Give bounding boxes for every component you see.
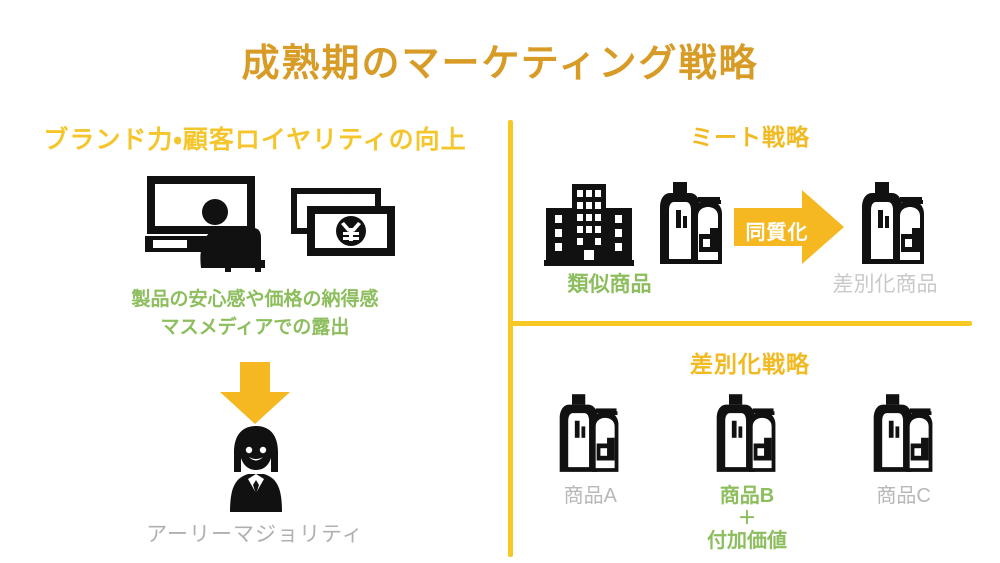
product-b-added-value: 付加価値: [706, 529, 787, 552]
bottles-icon-differentiated: [856, 180, 932, 268]
bottles-icon-a: [554, 392, 626, 476]
left-caption-line-2: マスメディアでの露出: [160, 316, 350, 338]
left-panel-icon-group: [140, 168, 400, 276]
differentiation-product-row: 商品A: [512, 392, 982, 552]
early-majority-label: アーリーマジョリティ: [146, 523, 364, 546]
product-b-label: 商品B: [719, 485, 775, 507]
person-avatar-icon: [228, 424, 284, 514]
yen-banknote-icon: [287, 182, 399, 262]
left-caption-line-1: 製品の安心感や価格の納得感: [131, 289, 379, 310]
product-item-b: 商品B ＋ 付加価値: [677, 392, 817, 554]
left-panel-caption: 製品の安心感や価格の納得感 マスメディアでの露出: [40, 286, 470, 341]
tv-viewer-icon: [141, 172, 269, 272]
product-item-a: 商品A: [520, 392, 660, 509]
product-a-label: 商品A: [563, 485, 617, 507]
product-item-c: 商品C: [834, 392, 974, 509]
meet-strategy-row: 同質化: [512, 172, 982, 282]
homogenization-arrow: 同質化: [734, 190, 844, 264]
bottles-icon-b: [711, 392, 783, 476]
left-panel-heading: ブランド力・顧客ロイヤリティの向上: [43, 126, 467, 154]
differentiated-product-label: 差別化商品: [832, 273, 938, 296]
homogenization-arrow-label: 同質化: [745, 222, 809, 244]
down-arrow-icon: [213, 362, 297, 426]
vertical-divider: [508, 120, 513, 557]
office-building-icon: [544, 182, 634, 268]
differentiation-strategy-heading: 差別化戦略: [690, 351, 810, 377]
similar-product-label: 類似商品: [567, 273, 652, 296]
product-b-label-group: 商品B ＋ 付加価値: [707, 484, 787, 554]
horizontal-divider: [510, 321, 972, 326]
product-b-plus-sign: ＋: [737, 508, 756, 528]
bottles-icon-c: [868, 392, 940, 476]
bottles-icon-similar: [654, 180, 730, 268]
page-title: 成熟期のマーケティング戦略: [241, 43, 759, 85]
meet-strategy-heading: ミート戦略: [690, 124, 810, 150]
product-c-label: 商品C: [876, 485, 931, 507]
